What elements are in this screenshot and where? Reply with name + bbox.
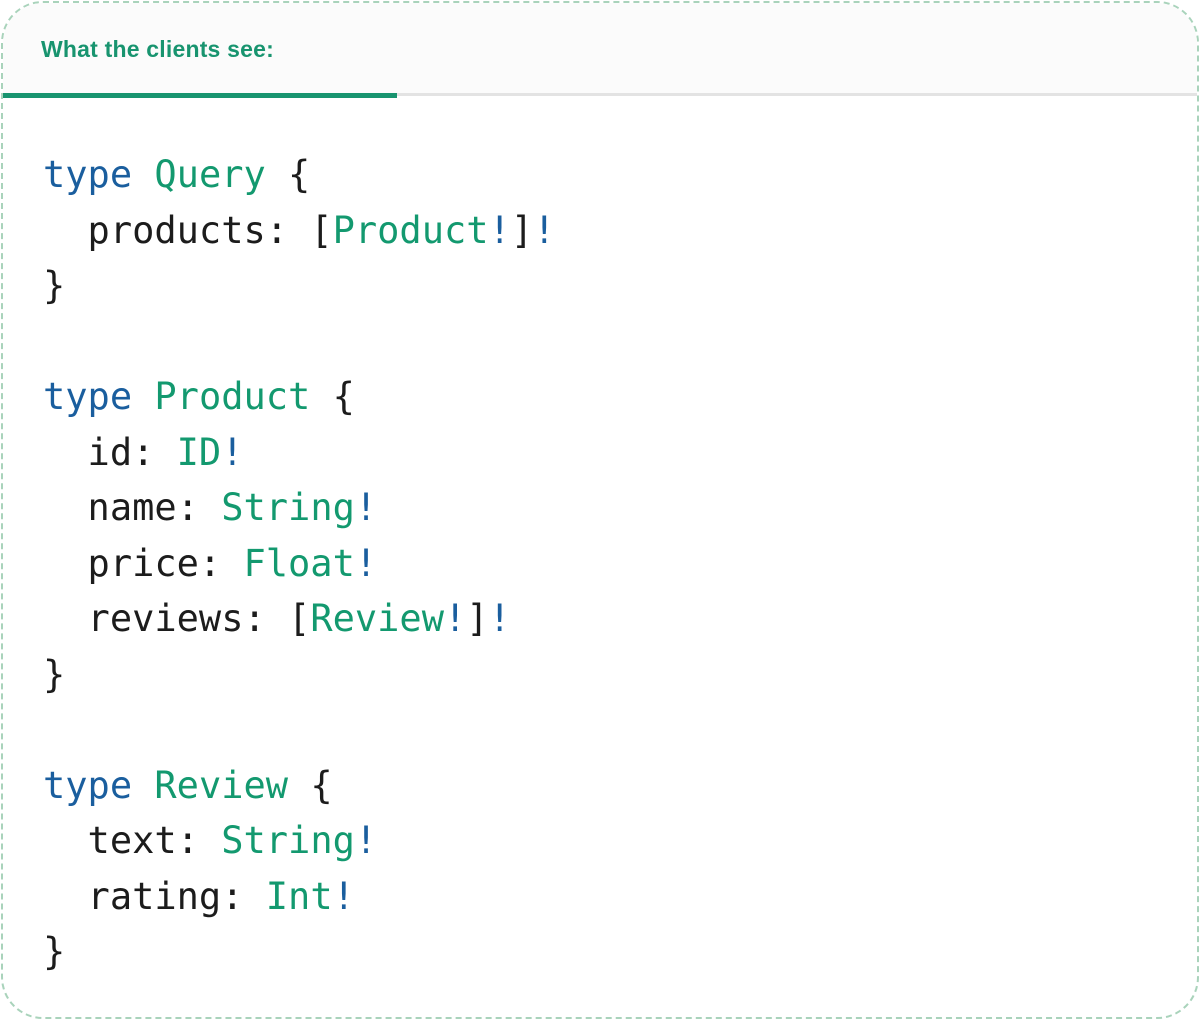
code-token: text: bbox=[43, 819, 222, 862]
code-line: type Review { bbox=[43, 758, 1167, 814]
active-tab-indicator bbox=[3, 93, 397, 98]
code-token: ! bbox=[488, 597, 511, 640]
code-token: } bbox=[43, 652, 66, 696]
code-line: id: ID! bbox=[43, 425, 1167, 481]
code-line: text: String! bbox=[43, 813, 1167, 869]
code-line: reviews: [Review!]! bbox=[43, 591, 1167, 647]
code-line: products: [Product!]! bbox=[43, 203, 1167, 259]
code-token: String bbox=[221, 486, 355, 529]
code-token: } bbox=[43, 264, 66, 307]
code-token: Query bbox=[154, 153, 266, 196]
code-line: rating: Int! bbox=[43, 869, 1167, 925]
code-line: price: Float! bbox=[43, 536, 1167, 592]
code-token: Float bbox=[243, 541, 355, 585]
code-token: reviews: [ bbox=[43, 597, 311, 640]
code-line: } bbox=[43, 924, 1167, 980]
code-token: ! bbox=[332, 874, 355, 918]
code-token: { bbox=[310, 375, 355, 418]
code-token: { bbox=[288, 763, 333, 807]
code-token: Int bbox=[265, 874, 333, 918]
code-token: ] bbox=[466, 597, 489, 640]
code-token: ! bbox=[443, 597, 467, 640]
code-token: products: [ bbox=[43, 208, 333, 252]
code-block: type Query { products: [Product!]!} type… bbox=[3, 96, 1197, 980]
code-line: type Query { bbox=[43, 147, 1167, 203]
code-token: String bbox=[221, 819, 355, 862]
tabbar-divider bbox=[3, 93, 1197, 96]
code-token: name: bbox=[43, 486, 222, 529]
tab-what-clients-see[interactable]: What the clients see: bbox=[3, 3, 397, 93]
code-line: name: String! bbox=[43, 480, 1167, 536]
code-token: type bbox=[43, 153, 133, 196]
code-token: Review bbox=[310, 597, 444, 640]
tab-label: What the clients see: bbox=[41, 35, 274, 62]
tab-bar: What the clients see: bbox=[3, 3, 1197, 98]
code-token: { bbox=[265, 153, 311, 196]
code-token: Product bbox=[332, 208, 489, 252]
code-line: } bbox=[43, 647, 1167, 703]
code-token: ! bbox=[354, 819, 378, 862]
code-token: ] bbox=[510, 208, 534, 252]
code-token: } bbox=[43, 930, 66, 973]
code-token bbox=[132, 375, 154, 418]
code-token: Review bbox=[154, 763, 289, 807]
code-token bbox=[132, 764, 154, 807]
code-token: ! bbox=[221, 430, 244, 474]
code-token: ! bbox=[533, 208, 556, 252]
code-token: ! bbox=[354, 541, 378, 585]
code-line: type Product { bbox=[43, 369, 1167, 425]
code-token bbox=[132, 153, 154, 196]
code-token: rating: bbox=[43, 874, 266, 918]
code-line bbox=[43, 314, 1167, 370]
code-token: id: bbox=[43, 430, 177, 474]
code-token: Product bbox=[154, 375, 311, 418]
code-token: ! bbox=[488, 208, 511, 252]
code-line bbox=[43, 702, 1167, 758]
code-token: type bbox=[43, 763, 133, 807]
code-token: ID bbox=[176, 430, 222, 474]
code-token: ! bbox=[354, 486, 378, 529]
code-line: } bbox=[43, 258, 1167, 314]
code-token: type bbox=[43, 375, 133, 418]
code-token: price: bbox=[43, 541, 244, 585]
